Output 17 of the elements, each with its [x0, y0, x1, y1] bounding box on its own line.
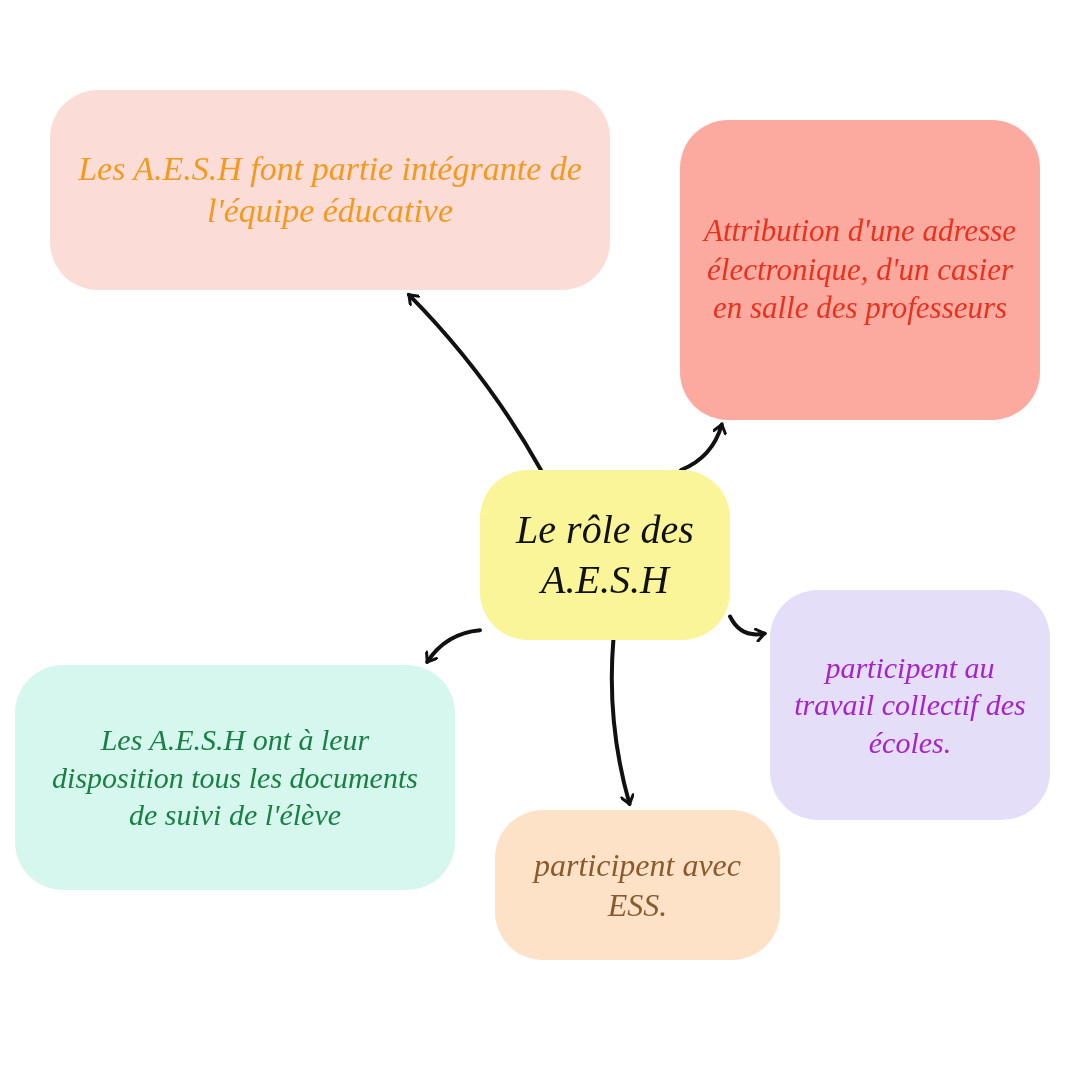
topic-blob [15, 665, 455, 890]
topic-blob [50, 90, 610, 290]
topic-text: Les A.E.S.H font partie intégrante de l'équipe éducative [77, 148, 583, 231]
arrow [609, 638, 635, 807]
arrow [406, 292, 543, 472]
central-topic-blob [480, 470, 730, 640]
topic-text: participent avec ESS. [531, 846, 742, 925]
topic-blob [680, 120, 1040, 420]
topic-text: Le rôle des A.E.S.H [514, 506, 695, 604]
topic-text: Les A.E.S.H ont à leur disposition tous les documents de suivi de l'élève [51, 722, 419, 834]
topic-blob [770, 590, 1050, 820]
topic-blob [495, 810, 780, 960]
arrow [425, 628, 482, 664]
arrow [679, 422, 727, 472]
arrow [728, 614, 767, 643]
topic-text: Attribution d'une adresse électronique, d'un casier en salle des professeurs [704, 211, 1016, 328]
topic-text: participent au travail collectif des écoles. [794, 649, 1026, 761]
